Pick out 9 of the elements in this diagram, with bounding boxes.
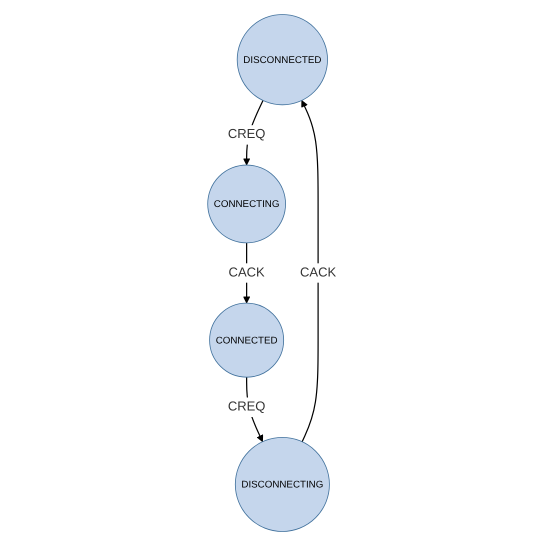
arrow [301, 100, 319, 442]
edge-label: CREQ [228, 128, 266, 142]
node-circle: DISCONNECTED [236, 14, 328, 106]
node-circle: CONNECTING [207, 164, 286, 244]
node-circle: DISCONNECTING [234, 436, 330, 532]
edge-label: CACK [228, 266, 265, 280]
edge-label: CREQ [228, 400, 266, 414]
edge-label: CACK [300, 266, 336, 280]
node-circle: CONNECTED [209, 302, 284, 378]
